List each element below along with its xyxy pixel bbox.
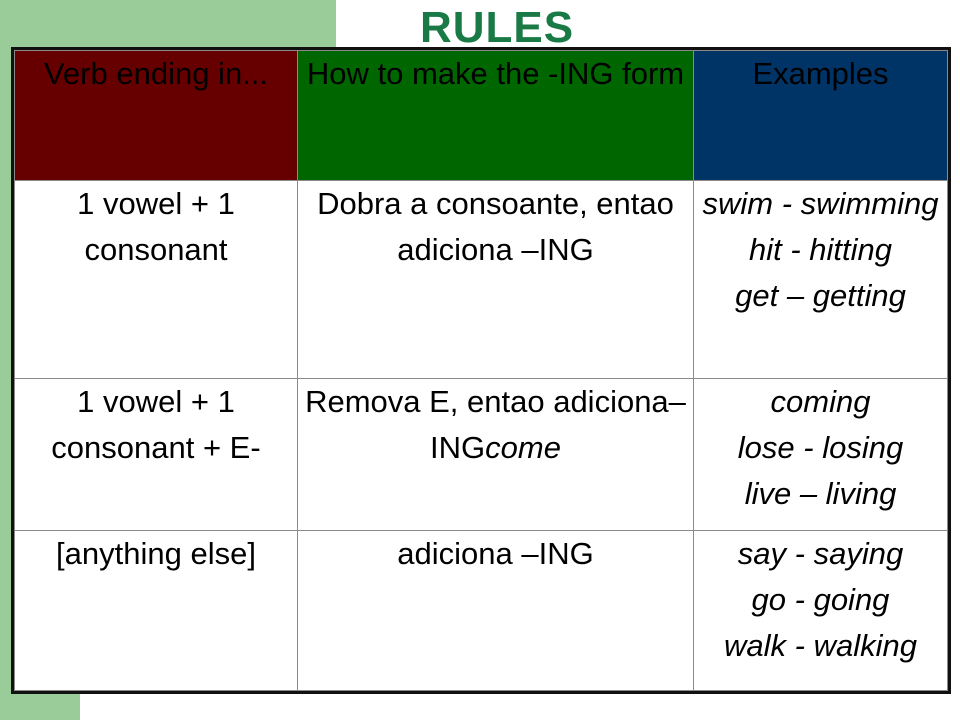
cell-how: Dobra a consoante, entao adiciona –ING [297,180,694,379]
cell-examples: say - saying go - going walk - walking [693,530,948,691]
example-line: coming [770,384,871,419]
cell-how: adiciona –ING [297,530,694,691]
table-header-row: Verb ending in... How to make the -ING f… [14,50,948,181]
cell-how: Remova E, entao adiciona–INGcome [297,378,694,531]
cell-ending: [anything else] [14,530,298,691]
header-how-to-make: How to make the -ING form [297,50,694,181]
example-line: go - going [751,582,890,617]
how-text-italic: come [485,430,561,465]
example-line: say - saying [737,536,904,571]
page-title: RULES [419,3,575,52]
cell-ending: 1 vowel + 1 consonant + E- [14,378,298,531]
cell-examples: coming lose - losing live – living [693,378,948,531]
cell-ending: 1 vowel + 1 consonant [14,180,298,379]
example-line: swim - swimming [702,186,939,221]
header-verb-ending: Verb ending in... [14,50,298,181]
example-line: lose - losing [737,430,904,465]
example-line: hit - hitting [748,232,892,267]
example-line: walk - walking [724,628,917,663]
table-row: 1 vowel + 1 consonant Dobra a consoante,… [14,180,948,379]
table-row: [anything else] adiciona –ING say - sayi… [14,530,948,691]
top-decorative-bar [80,0,336,50]
rules-table: Verb ending in... How to make the -ING f… [11,47,951,694]
cell-examples: swim - swimming hit - hitting get – gett… [693,180,948,379]
header-examples: Examples [693,50,948,181]
table-row: 1 vowel + 1 consonant + E- Remova E, ent… [14,378,948,531]
example-line: live – living [744,476,897,511]
example-line: get – getting [735,278,906,313]
how-text: Remova E, entao adiciona–ING [305,384,686,465]
